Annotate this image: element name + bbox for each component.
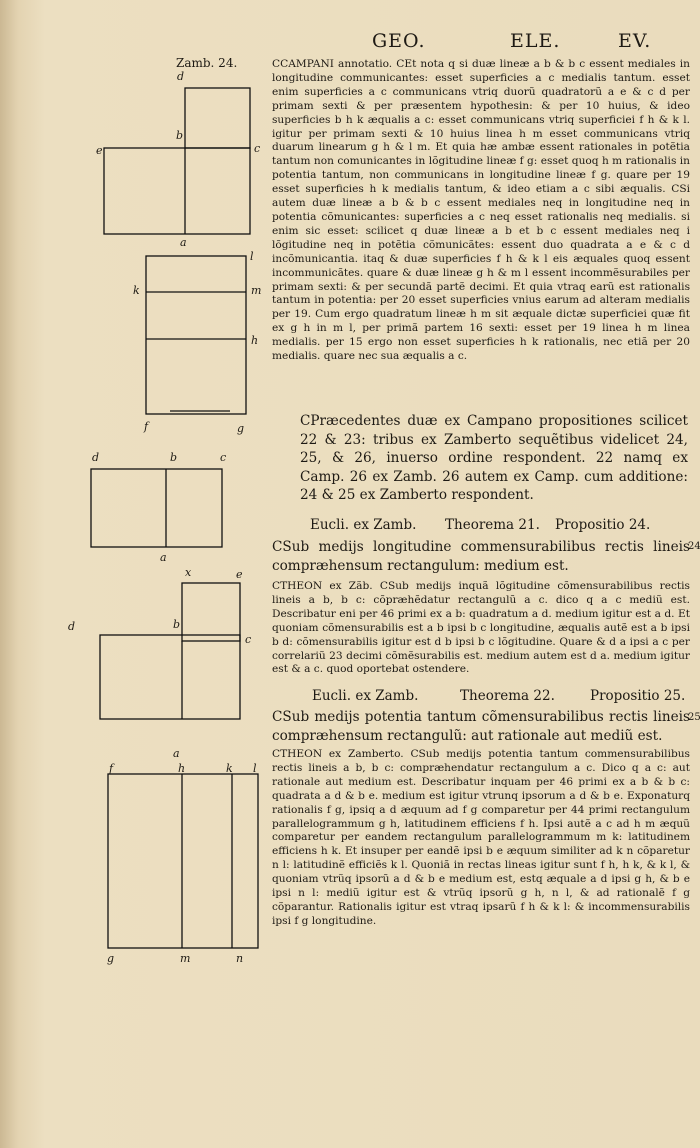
rectangle-d-c [99, 634, 241, 720]
fig5-label-h: h [178, 762, 186, 775]
fig5-label-n: n [236, 952, 244, 965]
figure-1-diagram [103, 87, 251, 235]
fig5-label-g: g [107, 952, 115, 965]
theon-proof-24-text: CTHEON ex Zãb. CSub medijs inquã lõgitud… [272, 580, 690, 676]
fig2-label-f: f [144, 420, 149, 433]
concordance-note: CPræcedentes duæ ex Campano propositione… [300, 412, 688, 505]
running-head-right: EV. [618, 30, 652, 52]
heading-2-left: Eucli. ex Zamb. [312, 688, 419, 704]
campanus-annotation: CCAMPANI annotatio. CEt nota q si duæ li… [272, 58, 690, 364]
fig5-label-m: m [180, 952, 191, 965]
running-head-center: ELE. [510, 30, 561, 52]
heading-1-mid: Theorema 21. [445, 517, 540, 533]
fig4-label-x: x [185, 566, 192, 579]
fig2-label-h: h [251, 334, 259, 347]
heading-1-left: Eucli. ex Zamb. [310, 517, 417, 533]
fig2-label-k: k [133, 284, 140, 297]
running-head-left: GEO. [372, 30, 426, 52]
fig1-label-b: b [176, 129, 184, 142]
figure-4-diagram [99, 582, 241, 720]
fig2-label-g: g [237, 422, 245, 435]
fig5-label-f: f [109, 762, 114, 775]
enunciation-25-text: CSub medijs potentia tantum cõmensurabil… [272, 709, 690, 744]
heading-2-right: Propositio 25. [590, 688, 686, 704]
margin-note-24: 24 [688, 541, 700, 552]
fig4-label-e: e [236, 568, 243, 581]
fig4-label-a: a [173, 747, 180, 760]
rectangle-a-c [103, 147, 251, 235]
rectangle-f-n [107, 773, 259, 949]
fig4-label-d: d [68, 620, 76, 633]
square-b-x-e [181, 582, 241, 642]
fig3-label-b: b [170, 451, 178, 464]
fig3-label-d: d [92, 451, 100, 464]
fig3-label-a: a [160, 551, 167, 564]
fig1-label-a: a [180, 236, 187, 249]
fig5-label-l: l [253, 762, 257, 775]
figure-reference: Zamb. 24. [176, 56, 238, 70]
fig1-label-c: c [254, 142, 261, 155]
fig5-label-k: k [226, 762, 233, 775]
fig2-label-m: m [251, 284, 262, 297]
enunciation-25: CSub medijs potentia tantum cõmensurabil… [272, 708, 690, 745]
theon-proof-25-text: CTHEON ex Zamberto. CSub medijs potentia… [272, 748, 690, 927]
theon-proof-25: CTHEON ex Zamberto. CSub medijs potentia… [272, 748, 690, 929]
figure-5-diagram [107, 773, 259, 949]
rectangle-f-g [145, 255, 247, 415]
concordance-paragraph: CPræcedentes duæ ex Campano propositione… [300, 413, 688, 504]
rectangle-d-c [90, 468, 223, 548]
figure-3-diagram [90, 468, 223, 548]
fig4-label-b: b [173, 618, 181, 631]
square-b-d [184, 87, 251, 149]
figure-2-diagram [145, 255, 247, 415]
enunciation-24-text: CSub medijs longitudine commensurabilibu… [272, 539, 690, 574]
fig1-label-d: d [177, 70, 185, 83]
campanus-paragraph: CCAMPANI annotatio. CEt nota q si duæ li… [272, 58, 690, 363]
margin-note-25: 25 [688, 712, 700, 723]
fig3-label-c: c [220, 451, 227, 464]
heading-2-mid: Theorema 22. [460, 688, 555, 704]
fig4-label-c: c [245, 633, 252, 646]
enunciation-24: CSub medijs longitudine commensurabilibu… [272, 538, 690, 575]
theon-proof-24: CTHEON ex Zãb. CSub medijs inquã lõgitud… [272, 580, 690, 677]
fig2-label-l: l [250, 250, 254, 263]
heading-1-right: Propositio 24. [555, 517, 651, 533]
fig1-label-e: e [96, 144, 103, 157]
